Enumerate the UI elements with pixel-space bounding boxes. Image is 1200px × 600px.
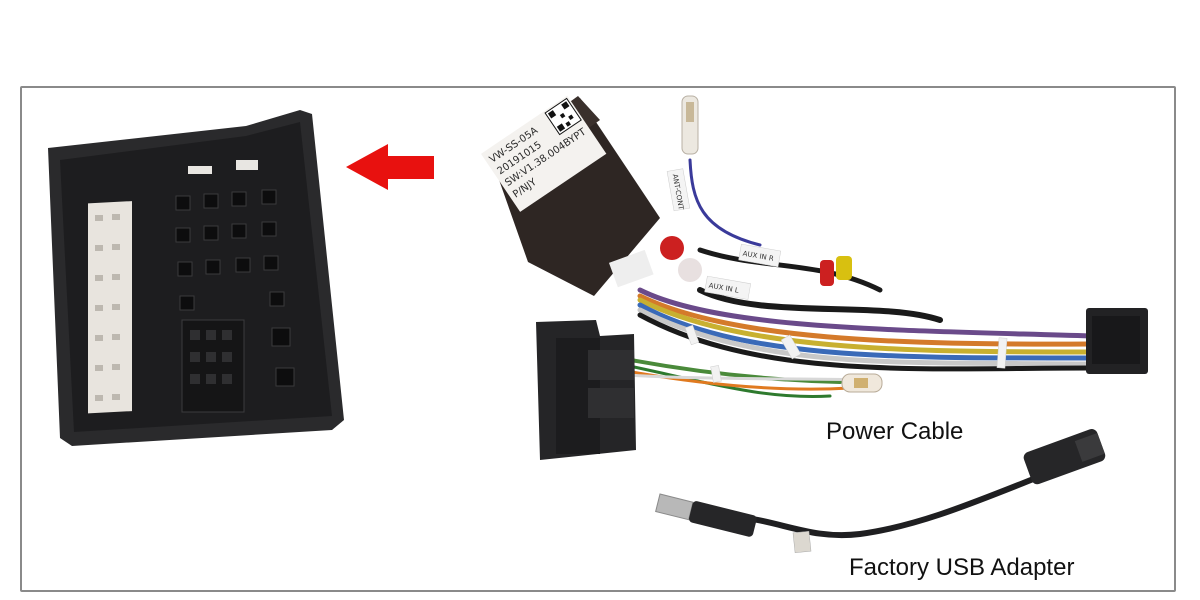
power-cable-main-connector [536, 320, 636, 460]
connector-housing [48, 110, 344, 446]
usb-adapter-label: Factory USB Adapter [849, 554, 1075, 581]
ant-cont-lead: ANT-CONT [666, 95, 699, 212]
rca-connectors [660, 236, 852, 286]
red-arrow-icon [346, 144, 434, 190]
usb-cable-tag [792, 530, 812, 554]
cable-ties [684, 324, 1008, 383]
power-cable-right-connector [1086, 308, 1148, 374]
qr-code-icon [544, 97, 582, 136]
can-bus-module: VW-SS-05A 20191015 SW:V1.38.004BYPT P/NJ… [480, 95, 660, 296]
inline-fuse [841, 373, 883, 393]
power-cable-label: Power Cable [826, 418, 964, 445]
white-pin-strip [88, 201, 132, 414]
factory-usb-adapter [655, 429, 1106, 554]
white-plug [608, 249, 654, 288]
